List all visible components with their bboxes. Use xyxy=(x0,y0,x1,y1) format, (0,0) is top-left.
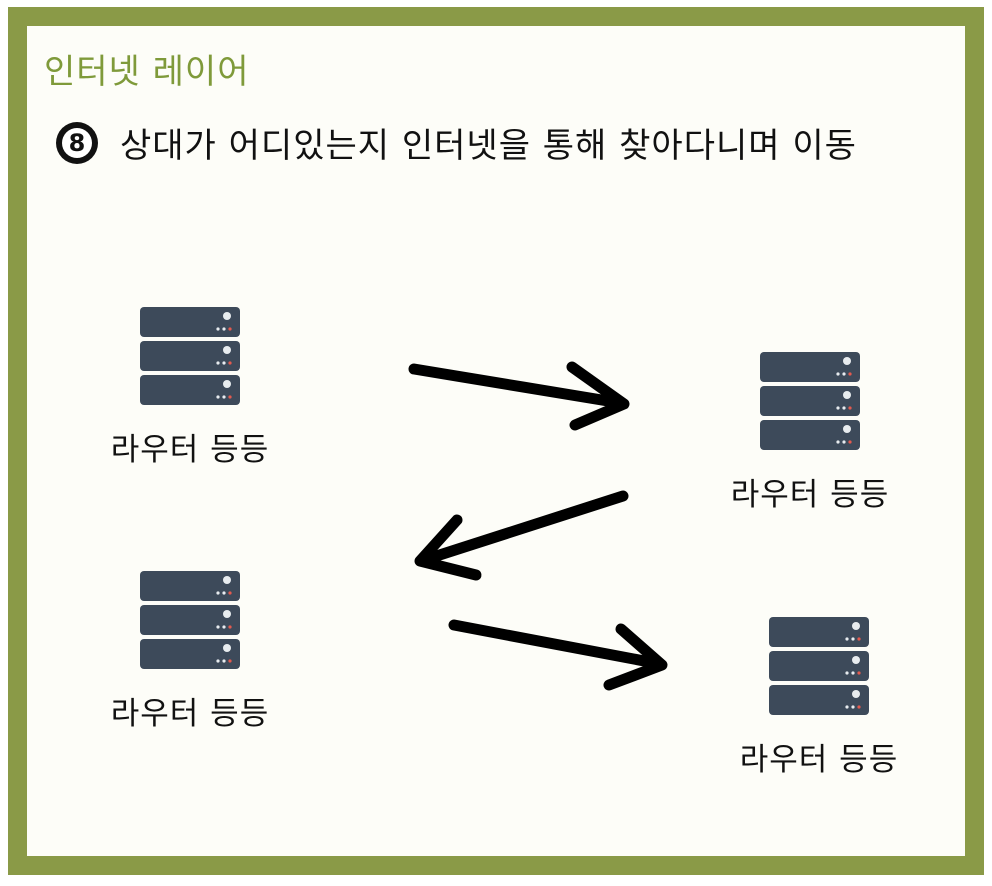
server-rack-icon xyxy=(140,307,240,405)
arrow-icon xyxy=(408,361,630,431)
router-node-bottom-right: 라우터 등등 xyxy=(719,616,919,779)
server-rack-icon xyxy=(140,571,240,669)
router-label: 라우터 등등 xyxy=(739,742,899,778)
server-rack-icon xyxy=(760,352,860,450)
server-rack-icon xyxy=(769,617,869,715)
step-row: 8 상대가 어디있는지 인터넷을 통해 찾아다니며 이동 xyxy=(56,118,857,167)
router-node-top-right: 라우터 등등 xyxy=(710,351,910,514)
circled-number-icon: 8 xyxy=(56,121,98,164)
arrow-icon xyxy=(448,619,668,691)
router-label: 라우터 등등 xyxy=(730,477,890,513)
router-node-bottom-left: 라우터 등등 xyxy=(90,570,290,733)
arrow-icon xyxy=(414,490,629,581)
router-node-top-left: 라우터 등등 xyxy=(90,306,290,469)
router-label: 라우터 등등 xyxy=(110,432,270,468)
layer-title: 인터넷 레이어 xyxy=(44,52,250,92)
step-number: 8 xyxy=(62,127,92,158)
step-description: 상대가 어디있는지 인터넷을 통해 찾아다니며 이동 xyxy=(120,126,857,166)
router-label: 라우터 등등 xyxy=(110,696,270,732)
